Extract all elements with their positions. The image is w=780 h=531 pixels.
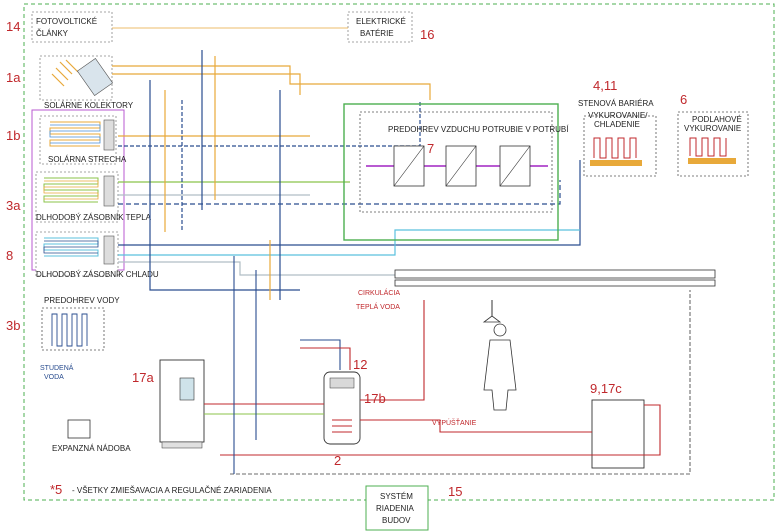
- floor-heating-label: PODLAHOVÉ: [692, 115, 742, 124]
- number-4-11: 4,11: [593, 78, 617, 93]
- floor-heating-manifold: [688, 158, 736, 164]
- battery-label-2: BATÉRIE: [360, 29, 394, 38]
- wall-barrier-label-2: VYKUROVANIE/: [588, 111, 648, 120]
- number-8: 8: [6, 248, 13, 263]
- outer-frame: [23, 3, 775, 501]
- heat-pump-unit: [159, 359, 205, 449]
- bottom-pipes: [204, 256, 691, 475]
- pv-label-2: ČLÁNKY: [36, 29, 69, 38]
- battery-label: ELEKTRICKÉ: [356, 17, 406, 26]
- circulation-label: CIRKULÁCIA: [358, 288, 400, 297]
- pipes: [112, 50, 581, 300]
- number-2: 2: [334, 453, 341, 468]
- solar-roof: [39, 115, 117, 165]
- air-preheat-label: PREDOHREV VZDUCHU POTRUBIE V POTRUBÍ: [388, 125, 569, 134]
- number-1a: 1a: [6, 70, 21, 85]
- control-label: SYSTÉM: [380, 492, 413, 501]
- floor-heating-coil: [689, 137, 727, 157]
- cold-storage-label: DLHODOBÝ ZÁSOBNÍK CHLADU: [36, 270, 159, 279]
- preheat-water-label: PREDOHREV VODY: [44, 296, 120, 305]
- drain-label: VYPÚŠŤANIE: [432, 418, 477, 427]
- footnote-mark: *5: [50, 482, 62, 497]
- wall-barrier-coil: [593, 137, 637, 159]
- cold-storage: [35, 231, 119, 277]
- solar-collectors: [39, 55, 114, 101]
- heat-exchangers: [366, 145, 548, 187]
- number-7: 7: [427, 141, 434, 156]
- wall-barrier-label-3: CHLADENIE: [594, 120, 640, 129]
- heat-storage: [35, 171, 119, 223]
- number-6: 6: [680, 92, 687, 107]
- cold-water-label-2: VODA: [44, 374, 64, 381]
- number-17a: 17a: [132, 370, 154, 385]
- number-16: 16: [420, 27, 434, 42]
- number-3a: 3a: [6, 198, 21, 213]
- expansion-vessel: [67, 419, 91, 439]
- number-1b: 1b: [6, 128, 20, 143]
- heat-storage-label: DLHODOBÝ ZÁSOBNÍK TEPLA: [36, 213, 152, 222]
- preheat-water: [41, 307, 105, 351]
- solar-collectors-label: SOLÁRNE KOLEKTORY: [44, 101, 134, 110]
- floor-heating-label-2: VYKUROVANIE: [684, 124, 741, 133]
- solar-roof-label: SOLÁRNA STRECHA: [48, 155, 127, 164]
- wall-barrier-manifold: [590, 160, 642, 166]
- air-preheat-frame: [343, 103, 559, 241]
- pv-box: [31, 11, 113, 43]
- battery-box: [347, 11, 413, 43]
- hot-water-label: TEPLÁ VODA: [356, 302, 400, 311]
- control-label-3: BUDOV: [382, 516, 411, 525]
- number-15: 15: [448, 484, 462, 499]
- air-duct-box: [359, 111, 553, 213]
- distribution-rail: [394, 269, 716, 279]
- wall-barrier-label: STENOVÁ BARIÉRA: [578, 99, 654, 108]
- number-17b: 17b: [364, 391, 386, 406]
- pv-label: FOTOVOLTICKÉ: [36, 17, 97, 26]
- number-12: 12: [353, 357, 367, 372]
- cold-water-label: STUDENÁ: [40, 363, 74, 372]
- expansion-label: EXPANZNÁ NÁDOBA: [52, 444, 131, 453]
- control-system-box: [365, 485, 429, 531]
- distribution-rail-2: [394, 279, 716, 287]
- control-label-2: RIADENIA: [376, 504, 414, 513]
- storage-tank-9: [591, 399, 645, 469]
- shower-user: [482, 300, 517, 411]
- footnote-text: - VŠETKY ZMIEŠAVACIA A REGULAČNÉ ZARIADE…: [72, 486, 272, 495]
- hot-water-tank: [323, 371, 361, 445]
- number-14: 14: [6, 19, 20, 34]
- number-3b: 3b: [6, 318, 20, 333]
- number-9-17c: 9,17c: [590, 381, 622, 396]
